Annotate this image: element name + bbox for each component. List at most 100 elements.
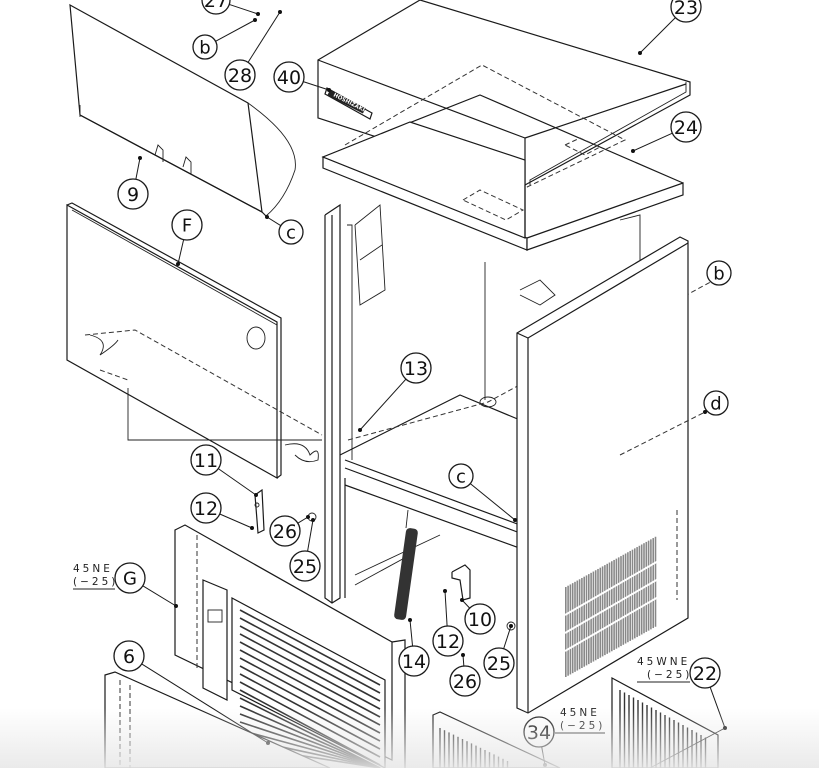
- callout-6[interactable]: 6: [113, 640, 145, 672]
- leader-dot-13: [358, 428, 362, 432]
- leader-dot-24: [631, 149, 635, 153]
- callout-label-25b: 25: [487, 653, 511, 675]
- leader-dot-12b: [443, 589, 447, 593]
- callout-23[interactable]: 23: [670, 0, 702, 23]
- callout-label-23: 23: [674, 0, 698, 19]
- callout-circle-40: [273, 61, 305, 93]
- leader-line-14: [409, 619, 414, 647]
- leader-line-40: [303, 81, 330, 91]
- leader-line-25a: [307, 519, 314, 552]
- louver-slat: [239, 609, 381, 686]
- callout-label-26b: 26: [453, 671, 477, 693]
- callout-label-27: 27: [204, 0, 228, 12]
- leader-dot-c1: [265, 215, 269, 219]
- model-note-line1: 45NE: [73, 563, 113, 575]
- callout-b1[interactable]: b: [192, 34, 218, 60]
- callout-circle-d: [703, 390, 729, 416]
- callout-c1[interactable]: c: [278, 219, 304, 245]
- model-note-line1: 45NE: [560, 707, 600, 719]
- leader-line-9: [135, 157, 141, 180]
- leader-line-22: [709, 686, 726, 729]
- leader-line-c1: [266, 216, 282, 227]
- leader-line-25b: [503, 625, 512, 649]
- callout-28[interactable]: 28: [224, 59, 256, 91]
- louver-slat: [239, 641, 381, 718]
- callout-circle-10: [464, 603, 496, 635]
- callout-circle-26a: [269, 515, 301, 547]
- leader-dot-b1: [253, 18, 257, 22]
- callout-circle-11: [190, 444, 222, 476]
- callout-label-24: 24: [674, 117, 698, 139]
- callout-26a[interactable]: 26: [269, 515, 301, 547]
- top-board-24: [321, 64, 684, 251]
- louver-slat: [239, 625, 381, 702]
- callout-G[interactable]: G: [114, 562, 146, 594]
- upper-front-panel-9: [69, 3, 296, 217]
- callout-25b[interactable]: 25: [483, 647, 515, 679]
- callout-label-9: 9: [127, 184, 139, 206]
- callout-circle-22: [689, 657, 721, 689]
- leader-dot-23: [638, 51, 642, 55]
- callout-circle-b2: [706, 260, 732, 286]
- callout-25a[interactable]: 25: [289, 550, 321, 582]
- callout-label-11: 11: [194, 450, 218, 472]
- side-grille: [564, 536, 661, 677]
- callout-12a[interactable]: 12: [190, 492, 222, 524]
- callout-14[interactable]: 14: [398, 645, 430, 677]
- callout-27[interactable]: 27: [201, 0, 231, 15]
- callout-circle-12b: [432, 625, 464, 657]
- callout-circle-24: [670, 111, 702, 143]
- leader-dot-c2: [513, 518, 517, 522]
- callout-circle-F: [171, 209, 203, 241]
- leader-line-13: [359, 378, 407, 431]
- callout-b2[interactable]: b: [706, 260, 732, 286]
- callout-label-6: 6: [123, 646, 135, 668]
- callout-circle-25a: [289, 550, 321, 582]
- callout-circle-b1: [192, 34, 218, 60]
- callout-circle-26b: [449, 665, 481, 697]
- leader-line-b1: [215, 19, 256, 42]
- callout-label-28: 28: [228, 65, 252, 87]
- callout-label-14: 14: [402, 651, 426, 673]
- louver-slat: [239, 617, 381, 694]
- callout-c2[interactable]: c: [448, 463, 474, 489]
- callout-d[interactable]: d: [703, 390, 729, 416]
- callout-22[interactable]: 22: [689, 657, 721, 689]
- callout-13[interactable]: 13: [400, 352, 432, 384]
- callout-circle-6: [113, 640, 145, 672]
- callout-26b[interactable]: 26: [449, 665, 481, 697]
- callout-label-d: d: [710, 394, 721, 415]
- callout-circle-c2: [448, 463, 474, 489]
- grille-divider: [564, 559, 661, 616]
- callout-circle-c1: [278, 219, 304, 245]
- callout-12b[interactable]: 12: [432, 625, 464, 657]
- callout-10[interactable]: 10: [464, 603, 496, 635]
- model-note-G: 45NE(−25): [73, 563, 115, 590]
- callout-9[interactable]: 9: [117, 178, 149, 210]
- leader-dot-26b: [461, 653, 465, 657]
- model-note-line1: 45WNE: [637, 656, 690, 668]
- washer-26b: [506, 621, 516, 631]
- callout-40[interactable]: 40: [273, 61, 305, 93]
- model-note-line2: (−25): [647, 669, 692, 681]
- callout-24[interactable]: 24: [670, 111, 702, 143]
- leader-dot-12a: [250, 526, 254, 530]
- callout-circle-25b: [483, 647, 515, 679]
- callout-F[interactable]: F: [171, 209, 203, 241]
- callout-11[interactable]: 11: [190, 444, 222, 476]
- callout-label-25a: 25: [293, 556, 317, 578]
- leader-dot-26a: [306, 515, 310, 519]
- callout-label-10: 10: [468, 609, 492, 631]
- grille-divider: [564, 595, 661, 652]
- leader-line-11: [218, 468, 257, 496]
- hinge-bracket-11: [254, 488, 265, 534]
- callout-circle-9: [117, 178, 149, 210]
- leader-dot-6: [266, 741, 270, 745]
- leader-line-F: [177, 239, 185, 265]
- callout-34[interactable]: 34: [523, 716, 555, 748]
- callout-circle-27: [201, 0, 231, 15]
- callout-label-40: 40: [277, 67, 301, 89]
- leader-dot-14: [408, 618, 412, 622]
- callout-circle-G: [114, 562, 146, 594]
